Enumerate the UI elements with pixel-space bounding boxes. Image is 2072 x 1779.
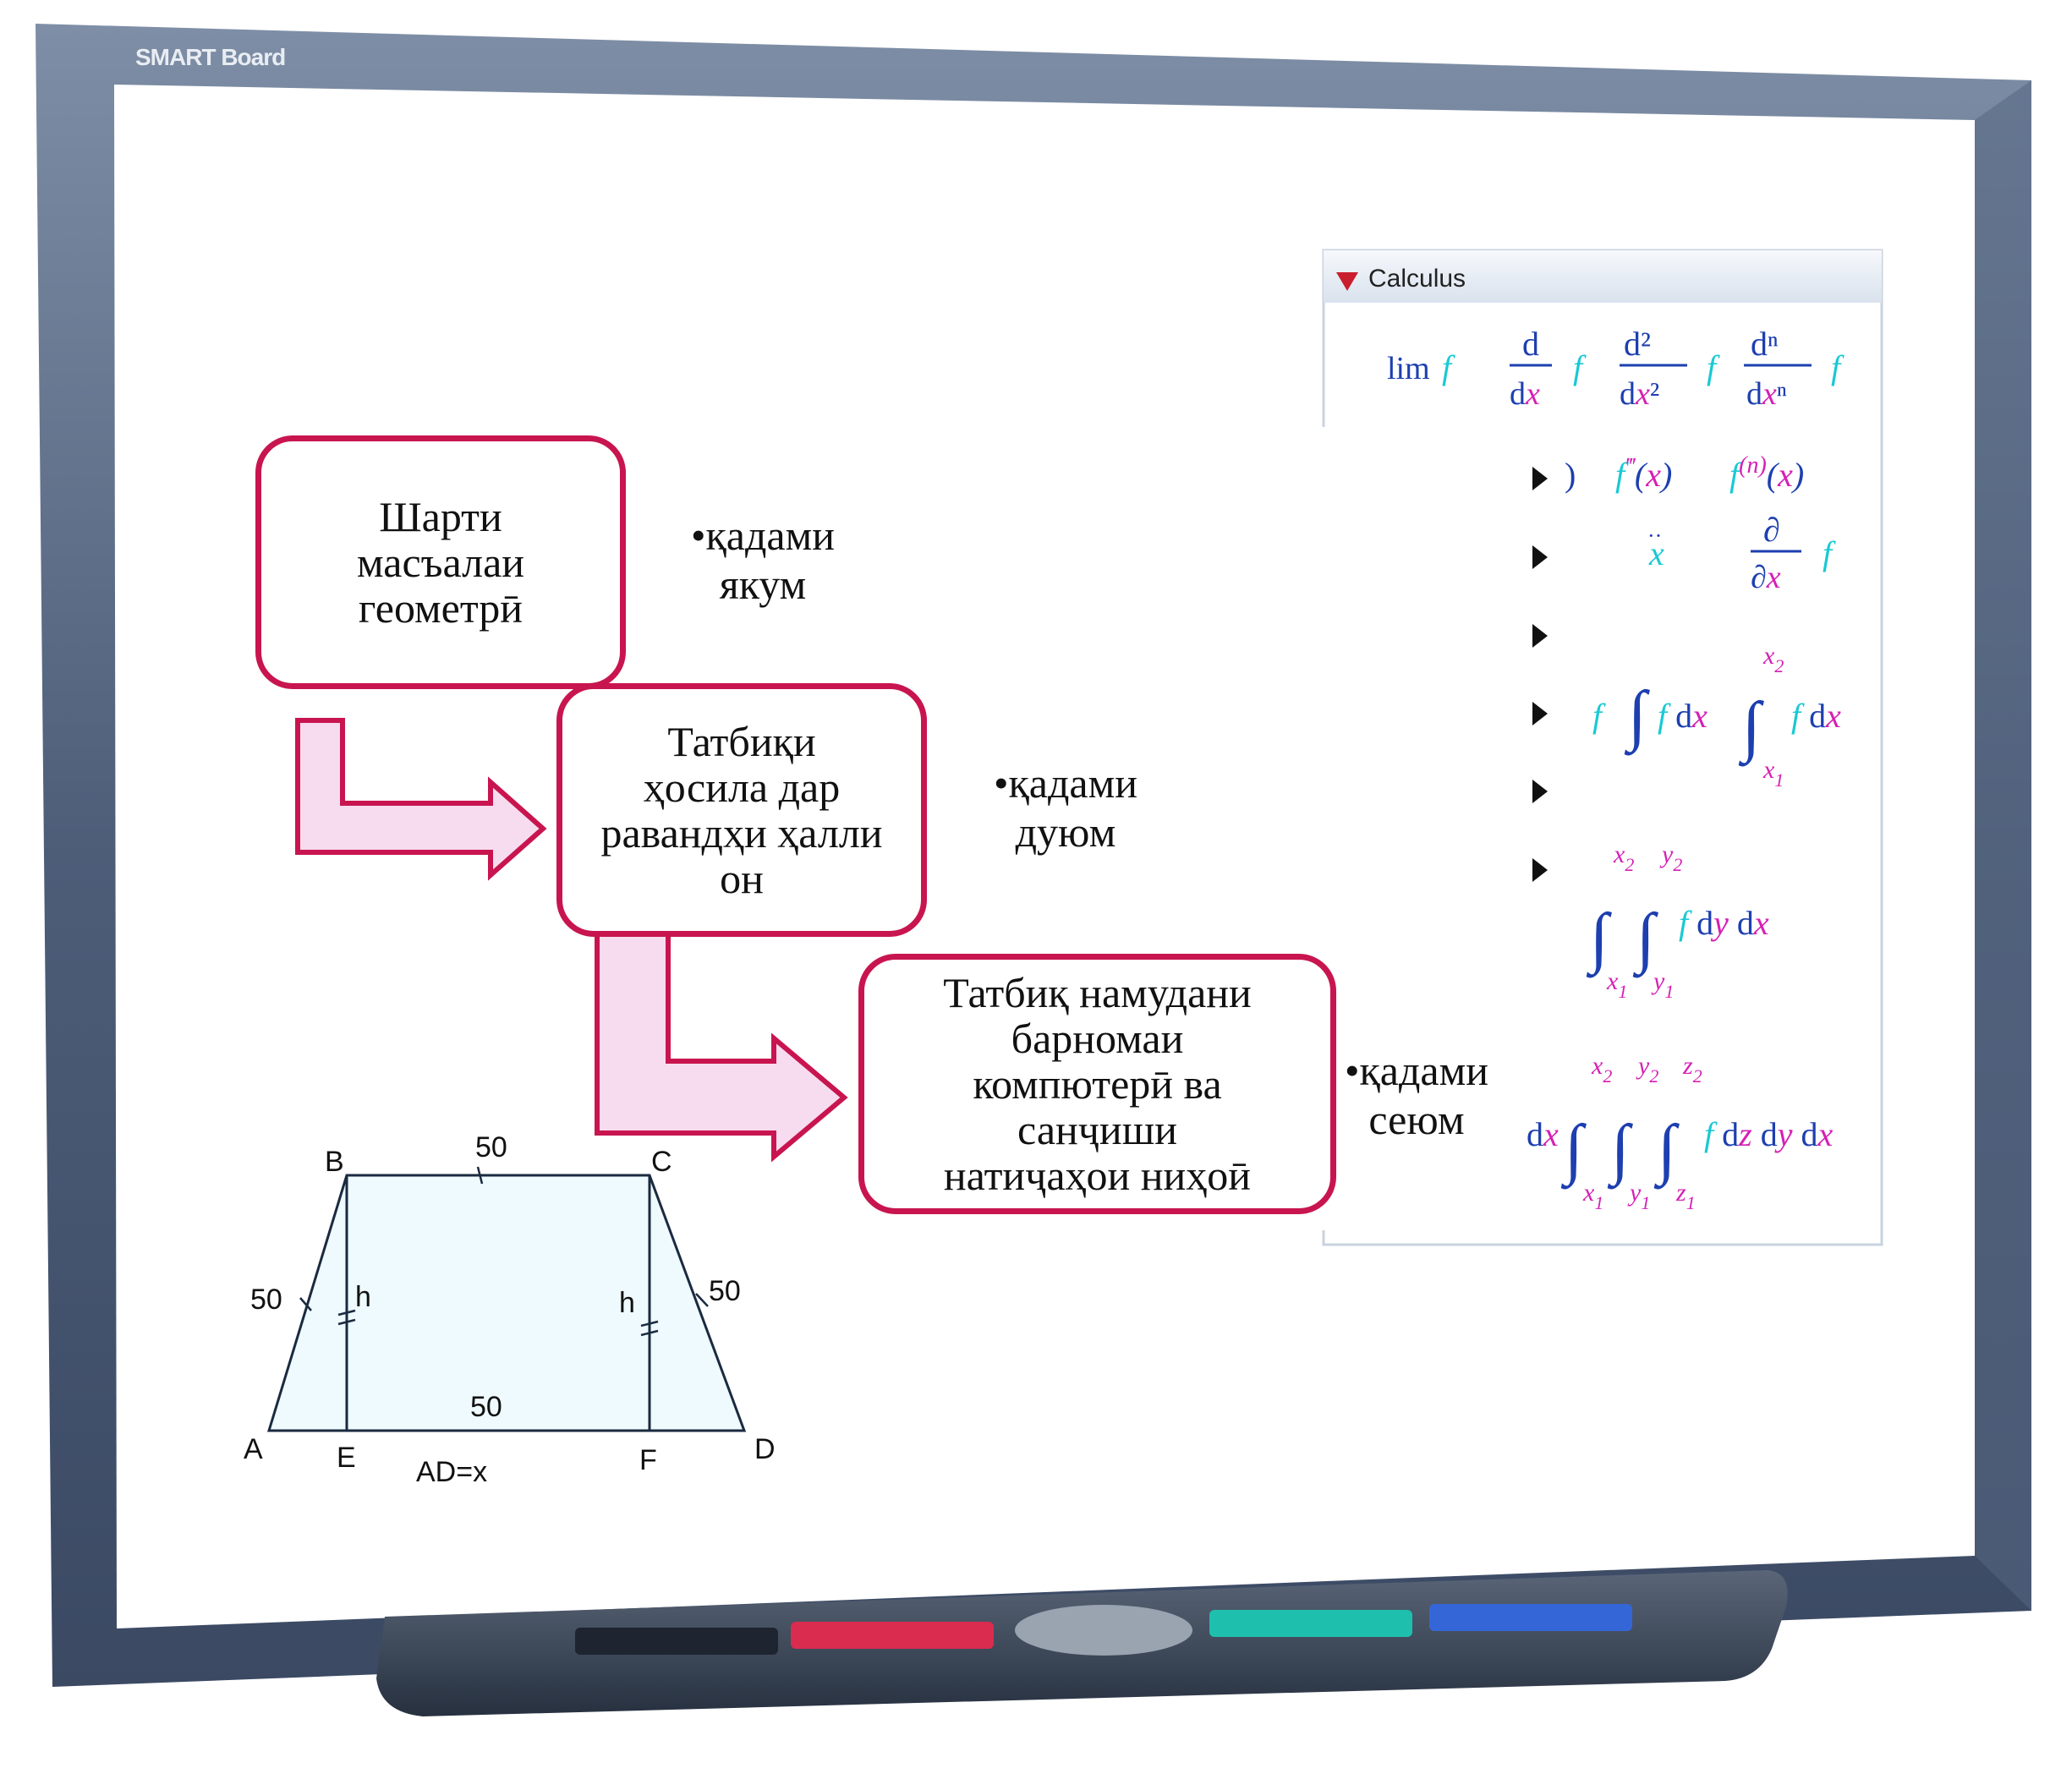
tray-pen-green[interactable] bbox=[1209, 1610, 1412, 1637]
collapse-triangle-icon[interactable] bbox=[1336, 272, 1358, 291]
tray-pen-red[interactable] bbox=[791, 1622, 994, 1649]
side-cd-length: 50 bbox=[709, 1275, 741, 1307]
tray-pen-black[interactable] bbox=[575, 1628, 778, 1655]
calc-partial[interactable]: ∂ bbox=[1763, 511, 1780, 549]
step-3-text: Татбиқ намудани барномаи компютерӣ ва са… bbox=[943, 969, 1252, 1199]
step-box-1: Шарти масъалаи геометрӣ bbox=[255, 435, 626, 689]
calculus-panel-title: Calculus bbox=[1368, 265, 1466, 293]
flow-arrow-2 bbox=[595, 928, 848, 1163]
svg-text:dxⁿ: dxⁿ bbox=[1746, 376, 1787, 412]
vertex-a: A bbox=[244, 1433, 263, 1465]
calc-d2-dx2[interactable]: d² bbox=[1624, 325, 1651, 363]
svg-text:f dx: f dx bbox=[1791, 697, 1841, 735]
calculus-panel-titlebar[interactable] bbox=[1324, 250, 1882, 303]
vertex-d: D bbox=[754, 1433, 776, 1465]
calc-lim[interactable]: lim bbox=[1387, 351, 1430, 386]
calc-d-dx[interactable]: d bbox=[1522, 325, 1539, 363]
tray-pen-blue[interactable] bbox=[1429, 1604, 1632, 1631]
side-bc-length: 50 bbox=[475, 1131, 507, 1163]
side-ab-length: 50 bbox=[250, 1284, 282, 1316]
svg-text:f dx: f dx bbox=[1658, 697, 1707, 735]
calc-definite-integral[interactable]: ∫ bbox=[1738, 689, 1765, 767]
step-box-3: Татбиқ намудани барномаи компютерӣ ва са… bbox=[858, 954, 1336, 1214]
calc-dn-dxn[interactable]: dⁿ bbox=[1751, 325, 1779, 363]
calc-integral[interactable]: ∫ bbox=[1624, 678, 1651, 756]
svg-text:dx²: dx² bbox=[1620, 376, 1659, 412]
vertex-c: C bbox=[651, 1146, 672, 1178]
trapezoid-caption: AD=x bbox=[416, 1456, 488, 1488]
smart-board-logo: SMART Board bbox=[135, 44, 286, 70]
svg-text:dx: dx bbox=[1527, 1115, 1559, 1153]
svg-text:∂x: ∂x bbox=[1751, 560, 1781, 595]
overlay-sheet bbox=[1307, 427, 1565, 1230]
step-label-2: •қадами дуюм bbox=[993, 759, 1138, 856]
step-box-2: Татбиқи ҳосила дар равандҳи ҳалли он bbox=[556, 683, 927, 937]
calc-double-integral[interactable]: ∫ bbox=[1586, 900, 1613, 978]
step-label-3: •қадами сеюм bbox=[1344, 1047, 1489, 1143]
flow-arrow-1 bbox=[295, 718, 547, 881]
svg-text:∫: ∫ bbox=[1632, 900, 1659, 978]
svg-text:··: ·· bbox=[1647, 523, 1662, 548]
vertex-f: F bbox=[639, 1444, 657, 1476]
vertex-e: E bbox=[337, 1442, 356, 1474]
step-1-text: Шарти масъалаи геометрӣ bbox=[356, 493, 525, 632]
calc-third-derivative[interactable]: f‴(x) bbox=[1615, 454, 1672, 494]
svg-text:∫: ∫ bbox=[1607, 1112, 1634, 1190]
calc-second-dot[interactable]: x bbox=[1648, 534, 1664, 572]
svg-text:f dy dx: f dy dx bbox=[1679, 904, 1769, 942]
svg-text:dx: dx bbox=[1510, 376, 1540, 412]
svg-text:): ) bbox=[1565, 456, 1576, 494]
segment-ef-length: 50 bbox=[470, 1391, 502, 1423]
height-h-left: h bbox=[355, 1281, 371, 1313]
height-h-right: h bbox=[619, 1287, 635, 1319]
calc-triple-integral[interactable]: ∫ bbox=[1560, 1112, 1587, 1190]
calc-nth-derivative[interactable]: f(n)(x) bbox=[1729, 452, 1804, 494]
step-2-text: Татбиқи ҳосила дар равандҳи ҳалли он bbox=[600, 718, 883, 902]
svg-text:∫: ∫ bbox=[1653, 1112, 1680, 1190]
step-label-1: •қадами якум bbox=[690, 512, 836, 608]
tray-eraser[interactable] bbox=[1015, 1605, 1192, 1656]
svg-text:f dz dy dx: f dz dy dx bbox=[1704, 1115, 1833, 1153]
submenu-arrows[interactable] bbox=[1532, 467, 1548, 882]
vertex-b: B bbox=[325, 1146, 344, 1178]
